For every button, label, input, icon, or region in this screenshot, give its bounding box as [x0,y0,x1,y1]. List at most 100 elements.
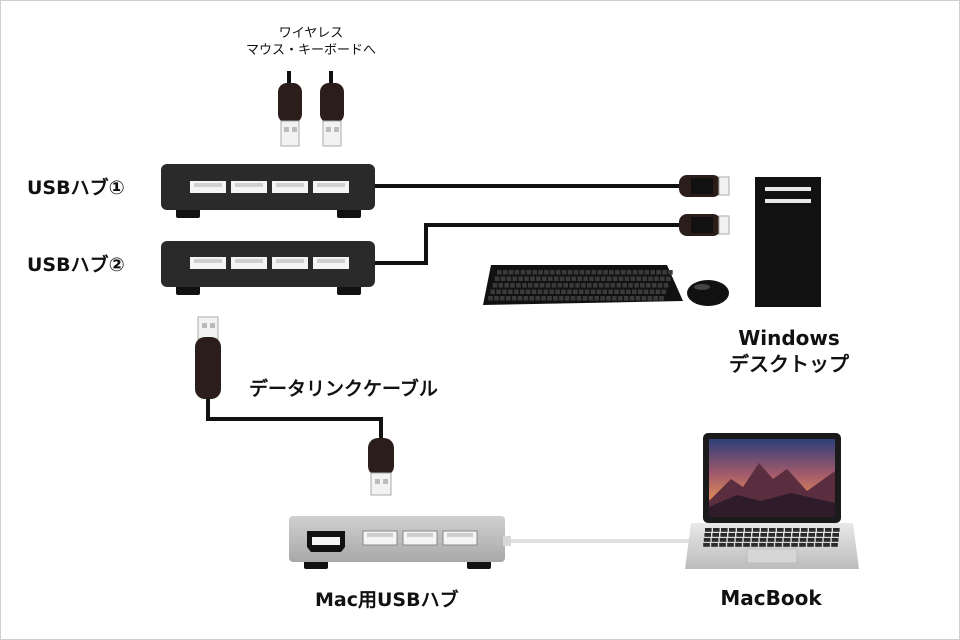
keyboard-key [564,296,570,301]
keyboard-key [590,289,596,295]
keyboard-key [538,270,543,275]
keyboard-key [510,283,515,288]
wireless-label: ワイヤレス マウス・キーボードへ [231,25,391,59]
macbook-key [824,533,831,537]
macbook-key [719,543,726,547]
keyboard-key [601,276,606,282]
keyboard-key [544,270,549,275]
keyboard-key [497,270,502,275]
mac-usb-hub-label: Mac用USBハブ [315,589,459,611]
keyboard-key [526,270,532,275]
macbook-key [792,533,799,537]
keyboard-key [573,289,578,295]
keyboard-key [600,296,605,301]
keyboard-key [576,296,582,301]
macbook-key [817,528,824,532]
keyboard-key [502,289,507,295]
keyboard-key [545,283,551,288]
macbook-key [831,538,839,542]
keyboard-key [643,289,649,295]
macbook-key [729,528,736,532]
keyboard-key [547,276,553,282]
keyboard-key [654,276,659,282]
keyboard-key [500,296,505,301]
keyboard-key [632,289,637,295]
macbook-key [768,533,775,537]
keyboard-key [635,296,641,301]
macbook-key [736,533,743,537]
keyboard-key [641,296,647,301]
keyboard-key [649,289,655,295]
keyboard-key [648,276,653,282]
macbook-key [777,528,784,532]
keyboard-key [565,276,571,282]
keyboard-key [616,283,622,288]
keyboard-key [532,270,537,275]
macbook-key [735,538,743,542]
desktop-tower [755,177,821,307]
desktop-usb-plug-2 [679,214,730,236]
keyboard-key [570,296,576,301]
macbook-key [800,533,807,537]
macbook-key [783,538,791,542]
keyboard-key [634,283,639,288]
keyboard-key [522,283,527,288]
keyboard-key [592,283,598,288]
keyboard-key [567,270,573,275]
keyboard-key [622,283,627,288]
data-link-cable [206,396,383,439]
keyboard-key [511,296,517,301]
keyboard-key [582,296,588,301]
hub2-to-desktop-cable [373,223,681,265]
macbook-key [791,538,799,542]
macbook-key [776,533,783,537]
keyboard-key [603,270,608,275]
macbook-key [807,543,814,547]
keyboard-key [498,283,504,288]
macbook-key [703,543,710,547]
macbook-key [785,528,792,532]
keyboard-key [608,289,613,295]
macbook-key [816,533,823,537]
keyboard-key [573,270,579,275]
keyboard-key [553,296,558,301]
macbook-key [751,538,759,542]
macbook-key [728,533,735,537]
keyboard-key [524,276,529,282]
keyboard-key [523,296,529,301]
keyboard-key [583,276,588,282]
data-link-plug-top [195,316,221,399]
keyboard-key [655,289,661,295]
macbook-key [775,543,782,547]
macbook-key [783,543,790,547]
macbook-key [833,528,840,532]
macbook-key [801,528,808,532]
macbook-key [791,543,798,547]
macbook-key [823,543,830,547]
keyboard-key [578,289,584,295]
keyboard-key [612,296,617,301]
wireless-label-line1: ワイヤレス [278,26,344,41]
macbook-key [703,538,711,542]
keyboard-key [547,296,552,301]
keyboard-key [606,276,612,282]
keyboard-key [512,276,518,282]
hub2-label: USBハブ② [27,254,125,276]
keyboard-key [589,276,594,282]
macbook-key [753,528,760,532]
keyboard-key [551,283,557,288]
keyboard-key [629,296,635,301]
macbook-key [799,543,806,547]
macbook-key [769,528,776,532]
macbook-key [712,533,719,537]
keyboard-key [555,289,560,295]
macbook-key [735,543,742,547]
data-link-plug-bottom [368,438,394,496]
windows-desktop-label-line2: デスクトップ [729,352,849,376]
macbook-key [808,533,815,537]
keyboard-key [553,276,559,282]
data-link-cable-label: データリンクケーブル [249,378,438,400]
keyboard-key [665,276,671,282]
keyboard-key [535,296,540,301]
